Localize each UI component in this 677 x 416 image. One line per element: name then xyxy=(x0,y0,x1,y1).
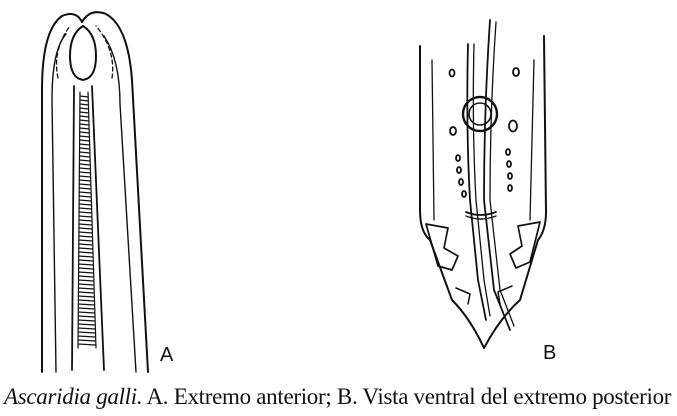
panel-b-right-spicule xyxy=(484,20,510,330)
esophageal-striation xyxy=(79,220,92,221)
esophageal-striation xyxy=(80,148,90,149)
esophageal-striation xyxy=(79,256,93,257)
esophageal-striation xyxy=(80,140,90,141)
esophageal-striation xyxy=(79,200,91,201)
esophageal-striation xyxy=(80,116,89,117)
esophageal-striation xyxy=(79,172,90,173)
esophageal-striation xyxy=(79,268,93,269)
esophageal-striation xyxy=(78,340,95,341)
esophageal-striation xyxy=(79,292,94,293)
panel-b-left-caudal-ala xyxy=(426,224,458,270)
esophageal-striation xyxy=(79,272,94,273)
esophageal-striation xyxy=(79,184,90,185)
panel-a-anterior-end xyxy=(42,12,148,372)
esophageal-striation xyxy=(78,336,95,337)
esophageal-striation xyxy=(79,160,90,161)
esophageal-striation xyxy=(80,104,89,105)
esophageal-striation xyxy=(79,288,94,289)
esophageal-striation xyxy=(79,240,92,241)
esophageal-striation xyxy=(79,216,92,217)
esophageal-striation xyxy=(78,304,94,305)
esophageal-striation xyxy=(79,180,90,181)
esophageal-striation xyxy=(80,132,90,133)
panel-a-esophageal-striations xyxy=(78,96,95,345)
esophageal-striation xyxy=(78,308,94,309)
esophageal-striation xyxy=(79,204,91,205)
figure-caption: Ascaridia galli. A. Extremo anterior; B.… xyxy=(4,384,674,410)
esophageal-striation xyxy=(79,276,94,277)
esophageal-striation xyxy=(79,260,93,261)
esophageal-striation xyxy=(79,196,91,197)
esophageal-striation xyxy=(79,224,92,225)
esophageal-striation xyxy=(78,316,94,317)
esophageal-striation xyxy=(79,248,93,249)
esophageal-striation xyxy=(80,124,89,125)
esophageal-striation xyxy=(79,280,94,281)
esophageal-striation xyxy=(79,188,91,189)
esophageal-striation xyxy=(79,164,90,165)
panel-a-lip-outline xyxy=(57,26,71,78)
esophageal-striation xyxy=(78,320,94,321)
esophageal-striation xyxy=(79,176,90,177)
esophageal-striation xyxy=(80,156,90,157)
esophageal-striation xyxy=(79,252,93,253)
panel-b-posterior-end xyxy=(420,20,546,348)
esophageal-striation xyxy=(79,296,94,297)
esophageal-striation xyxy=(80,112,89,113)
nematode-illustration xyxy=(0,0,677,380)
esophageal-striation xyxy=(78,312,94,313)
caption-species-name: Ascaridia galli. xyxy=(4,384,142,409)
panel-b-label: B xyxy=(543,342,556,365)
esophageal-striation xyxy=(79,284,94,285)
esophageal-striation xyxy=(78,344,95,345)
esophageal-striation xyxy=(78,328,95,329)
esophageal-striation xyxy=(80,152,90,153)
esophageal-striation xyxy=(80,96,88,97)
esophageal-striation xyxy=(78,324,94,325)
esophageal-striation xyxy=(80,120,89,121)
esophageal-striation xyxy=(78,300,94,301)
esophageal-striation xyxy=(80,108,89,109)
panel-a-label: A xyxy=(160,344,173,367)
esophageal-striation xyxy=(79,244,93,245)
esophageal-striation xyxy=(80,136,90,137)
esophageal-striation xyxy=(79,168,90,169)
esophageal-striation xyxy=(79,232,92,233)
esophageal-striation xyxy=(78,332,95,333)
panel-a-inner-body-wall xyxy=(52,34,66,372)
esophageal-striation xyxy=(80,100,88,101)
esophageal-striation xyxy=(79,236,92,237)
esophageal-striation xyxy=(80,144,90,145)
panel-a-esophagus xyxy=(72,86,74,370)
esophageal-striation xyxy=(79,192,91,193)
esophageal-striation xyxy=(79,208,91,209)
panel-a-mouth-bulb xyxy=(70,26,96,80)
esophageal-striation xyxy=(79,228,92,229)
esophageal-striation xyxy=(80,128,89,129)
esophageal-striation xyxy=(79,212,91,213)
caption-description: A. Extremo anterior; B. Vista ventral de… xyxy=(142,384,671,409)
esophageal-striation xyxy=(79,264,93,265)
